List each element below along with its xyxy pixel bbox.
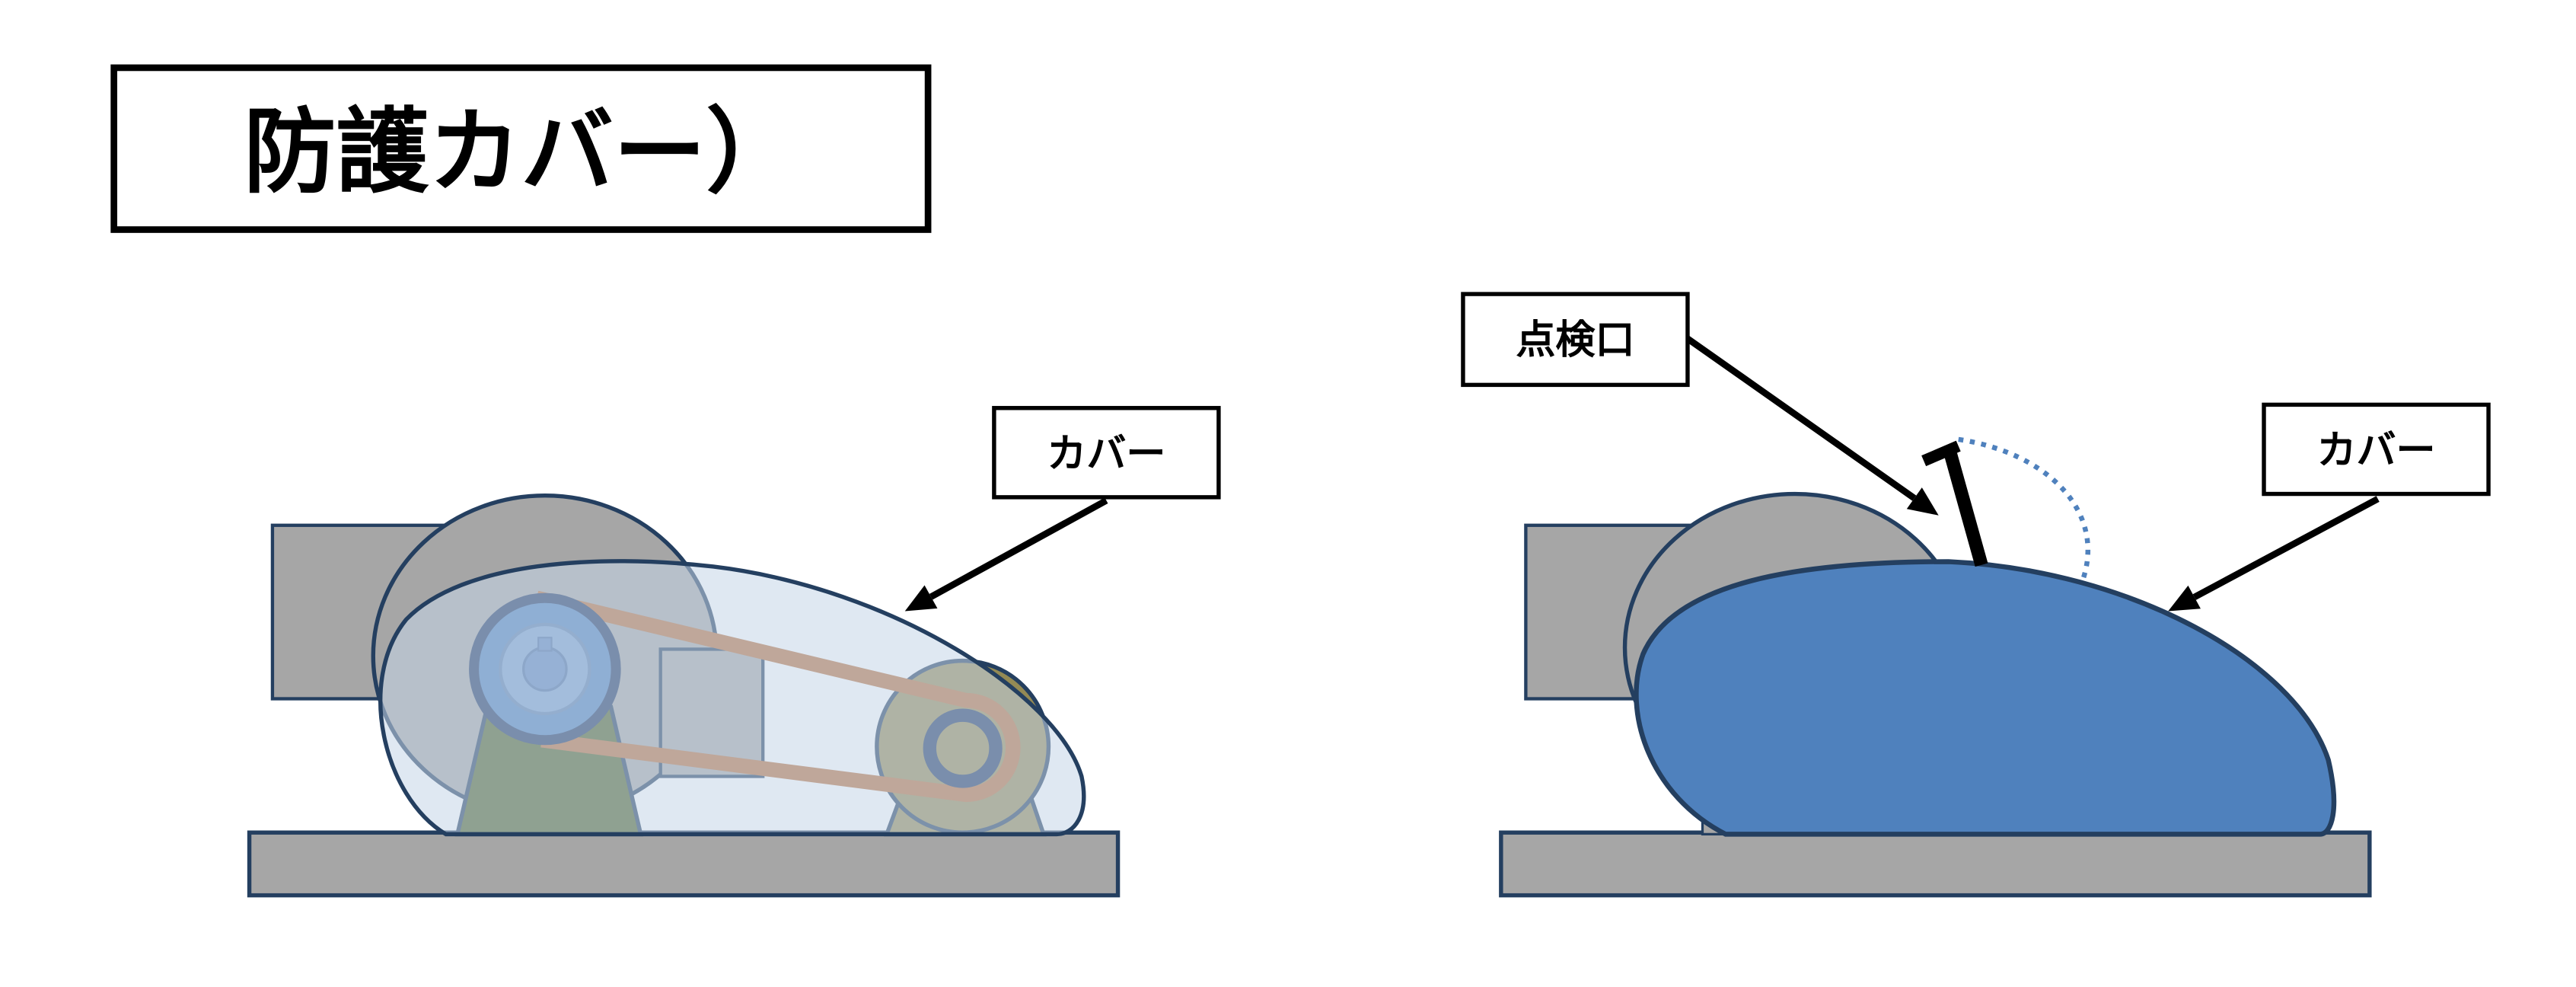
inspection-port-label: 点検口 bbox=[1516, 318, 1634, 363]
inspection-port-callout: 点検口 bbox=[1461, 292, 1939, 516]
title-frame bbox=[110, 64, 932, 233]
right-cover-label-box bbox=[2262, 402, 2491, 497]
title-box: 防護カバー） bbox=[110, 64, 932, 233]
inspection-port-arrow-head bbox=[1906, 487, 1939, 516]
left-cover-arrow-shaft bbox=[929, 497, 1108, 600]
left-cover-label: カバー bbox=[1047, 431, 1165, 477]
right-cover-arrow-shaft bbox=[2192, 496, 2380, 600]
left-diagram: カバー bbox=[247, 406, 1221, 898]
inspection-port-label-box bbox=[1461, 292, 1690, 388]
inspection-door-panel bbox=[1943, 450, 1988, 567]
left-base-plate bbox=[247, 830, 1121, 898]
inspection-port-arrow-shaft bbox=[1685, 336, 1917, 501]
right-cover-callout: カバー bbox=[2168, 402, 2491, 612]
left-cover-arrow-head bbox=[904, 585, 938, 612]
inspection-door-swing-arc bbox=[1958, 436, 2091, 583]
left-transparent-cover bbox=[378, 559, 1086, 837]
right-cover-label: カバー bbox=[2316, 428, 2435, 474]
inspection-door bbox=[1921, 436, 2091, 583]
left-cover-callout: カバー bbox=[904, 406, 1221, 612]
page-title: 防護カバー） bbox=[244, 98, 799, 206]
right-base-plate bbox=[1499, 830, 2372, 898]
left-cover-label-box bbox=[992, 406, 1221, 500]
inspection-door-handle bbox=[1921, 440, 1961, 467]
right-solid-cover bbox=[1634, 559, 2337, 837]
right-cover-arrow-head bbox=[2168, 585, 2201, 612]
right-diagram: 点検口 カバー bbox=[1461, 292, 2491, 898]
